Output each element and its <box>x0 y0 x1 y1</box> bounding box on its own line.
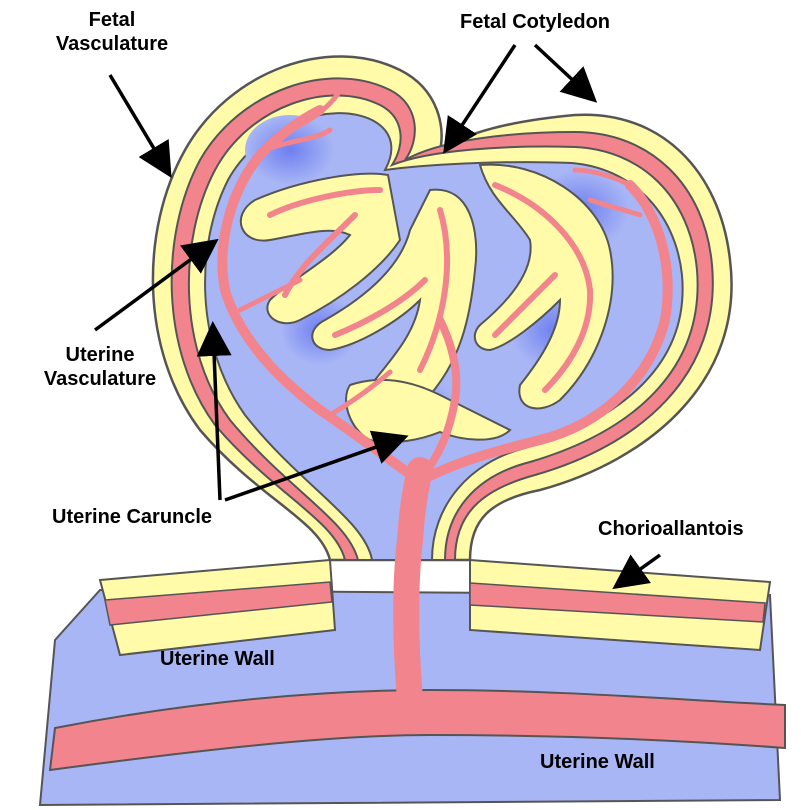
label-chorioallantois: Chorioallantois <box>598 517 744 541</box>
label-fetal-cotyledon: Fetal Cotyledon <box>460 10 610 34</box>
label-uterine-wall-lower: Uterine Wall <box>540 750 655 774</box>
label-fetal-vasculature-line1: Fetal <box>22 8 202 32</box>
label-uterine-wall-upper: Uterine Wall <box>160 647 275 671</box>
arrow-fetal-vasculature <box>110 75 168 172</box>
label-fetal-vasculature-line2: Vasculature <box>22 32 202 56</box>
label-fetal-vasculature: Fetal Vasculature <box>22 8 202 56</box>
label-uterine-vasculature: Uterine Vasculature <box>5 343 195 391</box>
label-uterine-vasculature-line2: Vasculature <box>5 367 195 391</box>
arrow-fetal-cotyledon-right <box>535 45 592 98</box>
label-uterine-caruncle: Uterine Caruncle <box>52 505 212 529</box>
label-uterine-vasculature-line1: Uterine <box>5 343 195 367</box>
